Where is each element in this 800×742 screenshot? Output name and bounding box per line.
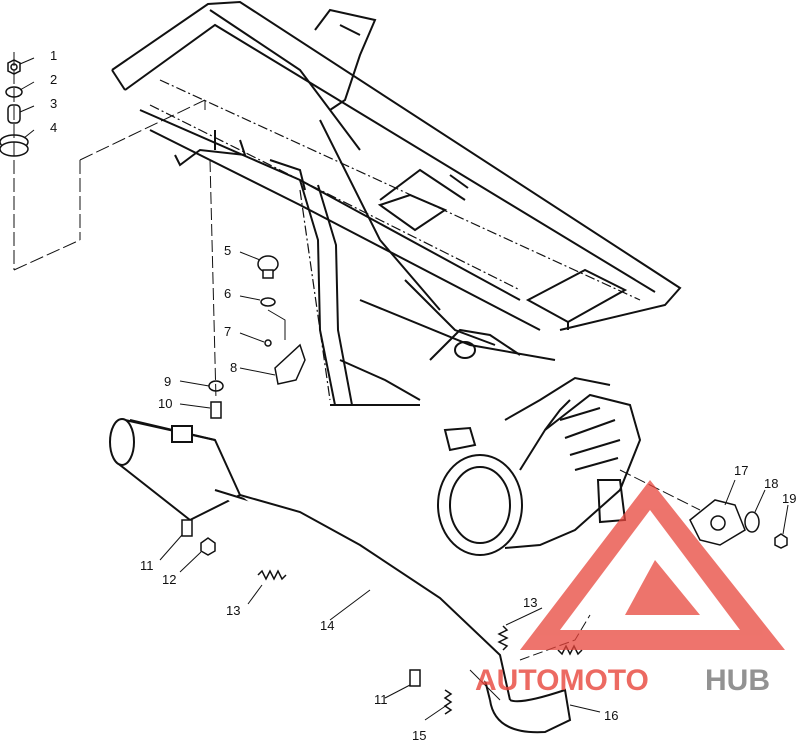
part-10-bolt [210, 401, 222, 419]
callout-13-b: 13 [523, 595, 537, 610]
callout-10: 10 [158, 396, 172, 411]
callout-5: 5 [224, 243, 231, 258]
callout-6: 6 [224, 286, 231, 301]
callout-12: 12 [162, 572, 176, 587]
watermark-text-brand: AUTOMOTO [475, 664, 649, 697]
callout-18: 18 [764, 476, 778, 491]
callout-1: 1 [50, 48, 57, 63]
callout-15: 15 [412, 728, 426, 742]
callout-16: 16 [604, 708, 618, 723]
vehicle-frame [111, 0, 682, 406]
callout-4: 4 [50, 120, 57, 135]
callout-14: 14 [320, 618, 334, 633]
part-7-bolt [264, 339, 272, 347]
callout-11-b: 11 [374, 692, 388, 707]
callout-8: 8 [230, 360, 237, 375]
callout-7: 7 [224, 324, 231, 339]
part-18-gasket [744, 511, 760, 533]
part-5-cap [257, 255, 279, 279]
part-19-nut [774, 533, 788, 549]
leader-lines [13, 52, 789, 721]
part-13-spring-b [497, 625, 509, 651]
part-6-washer [260, 297, 276, 307]
callout-19: 19 [782, 491, 796, 506]
part-11-bolt-a [181, 519, 193, 537]
callout-11-a: 11 [140, 558, 154, 573]
callout-17: 17 [734, 463, 748, 478]
part-12-nut [200, 537, 216, 556]
callout-9: 9 [164, 374, 171, 389]
callout-2: 2 [50, 72, 57, 87]
watermark-logo [520, 480, 785, 650]
muffler-assembly [109, 418, 572, 734]
callout-3: 3 [50, 96, 57, 111]
callout-labels: 1 2 3 4 5 6 7 8 9 10 11 12 13 14 13 11 1… [50, 48, 796, 742]
engine-assembly [429, 328, 642, 556]
callout-13-a: 13 [226, 603, 240, 618]
part-11-bolt-b [409, 669, 421, 687]
part-17-flange [689, 499, 746, 546]
watermark-text-hub: HUB [705, 664, 770, 697]
part-15-spring [443, 689, 453, 715]
part-13-spring-a [257, 569, 287, 581]
part-8-bracket [274, 343, 306, 385]
